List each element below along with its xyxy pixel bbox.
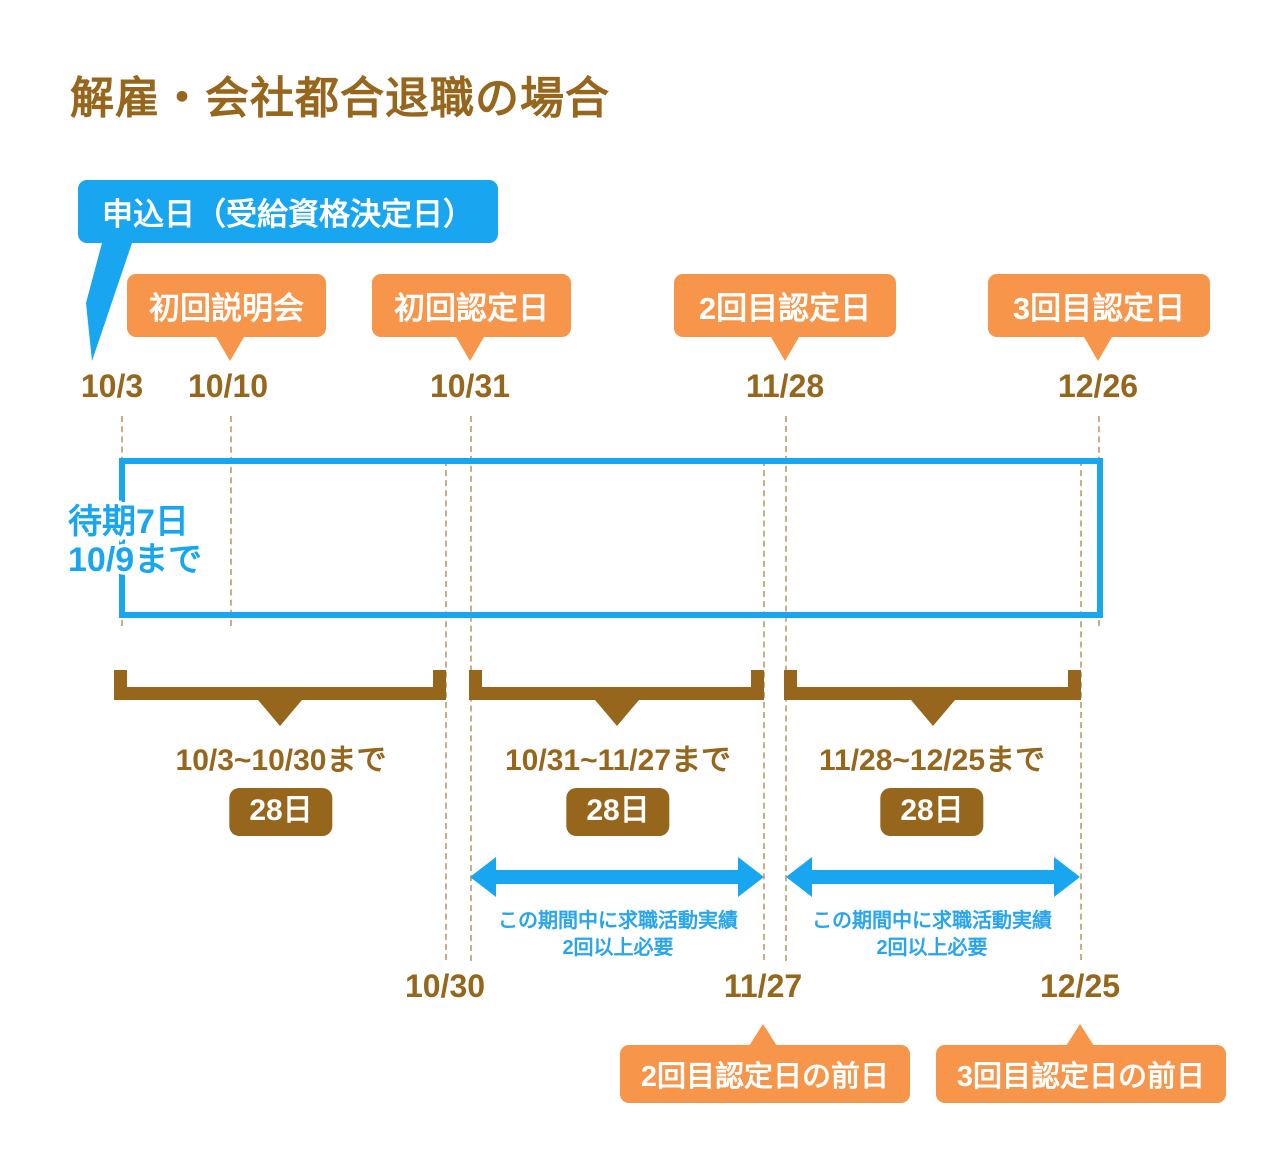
callout-second-certification-tail [771,337,799,361]
job-activity-note-2: この期間中に求職活動実績 2回以上必要 [812,908,1052,962]
guide-line-11-27 [763,460,765,960]
job-activity-arrow-1 [470,857,764,897]
job-activity-note-line1: この期間中に求職活動実績 [812,910,1052,932]
bracket-segment-2 [469,660,764,726]
job-activity-note-line2: 2回以上必要 [562,937,674,959]
segment-1-range: 10/3~10/30まで [175,744,387,777]
date-label-11-28: 11/28 [745,368,825,404]
callout-first-briefing[interactable]: 初回説明会 [127,274,326,337]
callout-day-before-second-tail [749,1024,777,1046]
bracket-segment-3 [784,660,1081,726]
bracket-bar [469,687,764,700]
benefit-period-box [119,458,1103,618]
segment-3-range: 11/28~12/25まで [818,744,1046,777]
segment-1-days: 28日 [229,788,333,836]
callout-label: 2回目認定日の前日 [640,1061,890,1093]
job-activity-note-1: この期間中に求職活動実績 2回以上必要 [498,908,738,962]
segment-3-days: 28日 [880,788,984,836]
guide-line-12-25 [1080,460,1082,960]
date-label-10-31: 10/31 [429,368,511,404]
date-label-10-30: 10/30 [404,968,486,1004]
callout-day-before-third-certification[interactable]: 3回目認定日の前日 [936,1045,1226,1103]
segment-2-days: 28日 [566,788,670,836]
arrow-head-left [470,857,496,897]
job-activity-note-line1: この期間中に求職活動実績 [498,910,738,932]
callout-label: 初回説明会 [149,291,304,326]
arrow-head-right [738,857,764,897]
job-activity-note-line2: 2回以上必要 [876,937,988,959]
callout-third-certification-tail [1084,337,1112,361]
callout-first-briefing-tail [216,337,244,361]
job-activity-arrow-2 [786,857,1080,897]
guide-line-10-30 [445,460,447,960]
bracket-pointer [258,700,302,726]
waiting-period-label: 待期7日 10/9まで [64,500,205,583]
callout-label: 2回目認定日 [698,291,872,326]
callout-label: 申込日（受給資格決定日） [102,197,474,232]
date-label-10-10: 10/10 [187,368,269,404]
arrow-head-right [1054,857,1080,897]
arrow-head-left [786,857,812,897]
date-label-12-26: 12/26 [1057,368,1139,404]
date-label-11-27: 11/27 [723,968,803,1004]
page-title: 解雇・会社都合退職の場合 [70,74,610,123]
callout-application-date[interactable]: 申込日（受給資格決定日） [78,180,498,243]
callout-first-certification-tail [456,337,484,361]
callout-label: 3回目認定日 [1012,291,1186,326]
callout-day-before-third-tail [1066,1024,1094,1046]
date-label-10-3: 10/3 [80,368,144,404]
date-label-12-25: 12/25 [1039,968,1121,1004]
callout-third-certification[interactable]: 3回目認定日 [988,274,1210,337]
callout-application-date-tail [86,243,132,361]
bracket-bar [784,687,1081,700]
callout-label: 3回目認定日の前日 [956,1061,1206,1093]
guide-line-10-10 [230,416,232,626]
bracket-segment-1 [114,660,446,726]
bracket-bar [114,687,446,700]
segment-2-range: 10/31~11/27まで [504,744,732,777]
callout-day-before-second-certification[interactable]: 2回目認定日の前日 [620,1045,910,1103]
callout-second-certification[interactable]: 2回目認定日 [674,274,896,337]
arrow-shaft [808,870,1058,884]
arrow-shaft [492,870,742,884]
callout-first-certification[interactable]: 初回認定日 [372,274,571,337]
bracket-pointer [910,700,955,726]
waiting-period-line2: 10/9まで [64,538,205,583]
callout-label: 初回認定日 [394,291,549,326]
waiting-period-line1: 待期7日 [65,500,193,545]
bracket-pointer [594,700,639,726]
